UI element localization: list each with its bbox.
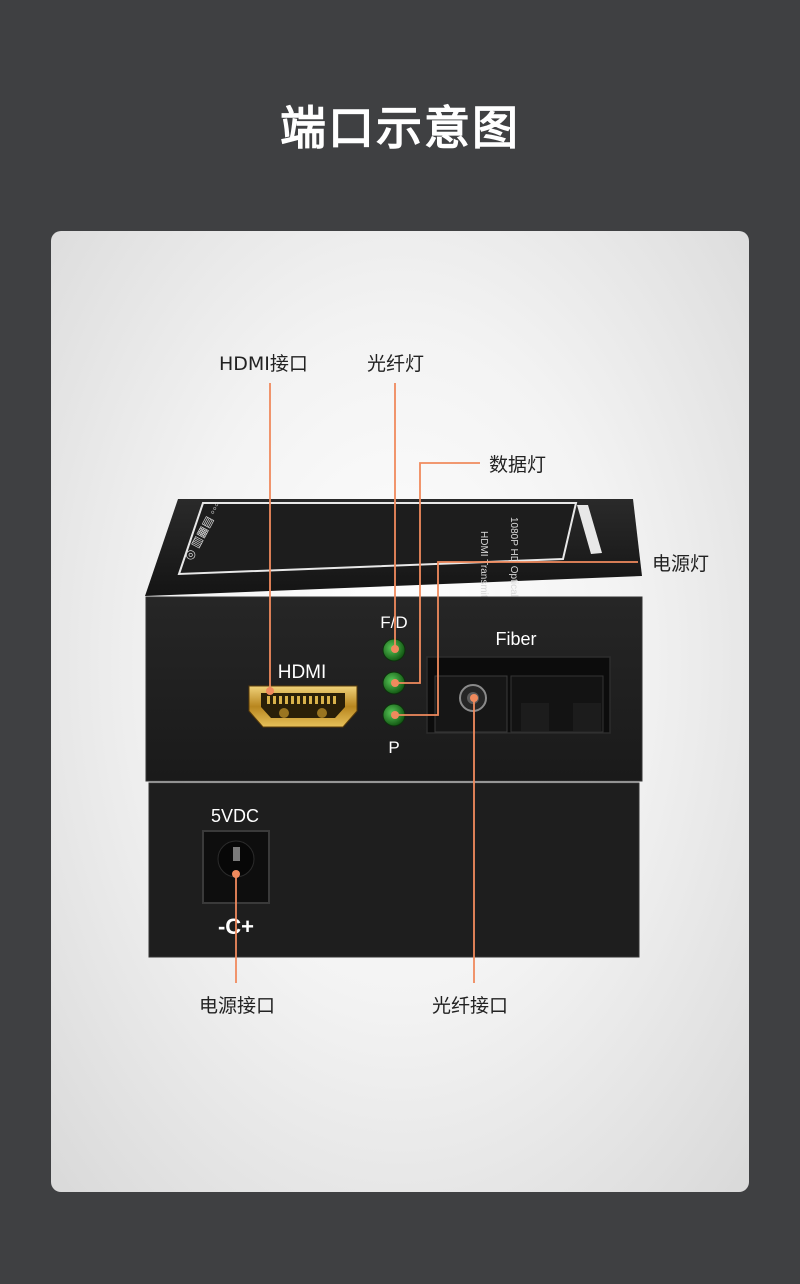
callout-power-light: 电源灯 bbox=[652, 553, 710, 575]
hdmi-port-icon bbox=[248, 685, 358, 728]
top-text-1: HDMI Transmitter bbox=[478, 531, 489, 610]
callout-dots bbox=[232, 645, 478, 878]
callout-fiber-light: 光纤灯 bbox=[367, 353, 425, 375]
page-title: 端口示意图 bbox=[280, 101, 520, 155]
hdmi-panel-label: HDMI bbox=[278, 662, 327, 683]
dc-panel-label: 5VDC bbox=[211, 806, 259, 826]
device-illustration: HDMI Transmitter 1080P HD Optical Transm… bbox=[145, 383, 643, 983]
fd-panel-label: F/D bbox=[380, 613, 407, 632]
dc-jack-icon bbox=[202, 830, 270, 904]
callout-fiber-port: 光纤接口 bbox=[432, 995, 509, 1017]
callout-hdmi-port: HDMI接口 bbox=[219, 353, 308, 375]
top-text-2: 1080P HD Optical Transmitter bbox=[508, 517, 519, 650]
fiber-panel-label: Fiber bbox=[495, 629, 536, 649]
sc-fiber-connector-icon bbox=[426, 656, 611, 734]
p-panel-label: P bbox=[388, 738, 399, 757]
diagram-card: HDMI Transmitter 1080P HD Optical Transm… bbox=[51, 231, 749, 1192]
callout-lines bbox=[235, 383, 638, 983]
callout-data-light: 数据灯 bbox=[489, 454, 547, 476]
callout-power-port: 电源接口 bbox=[199, 995, 276, 1017]
